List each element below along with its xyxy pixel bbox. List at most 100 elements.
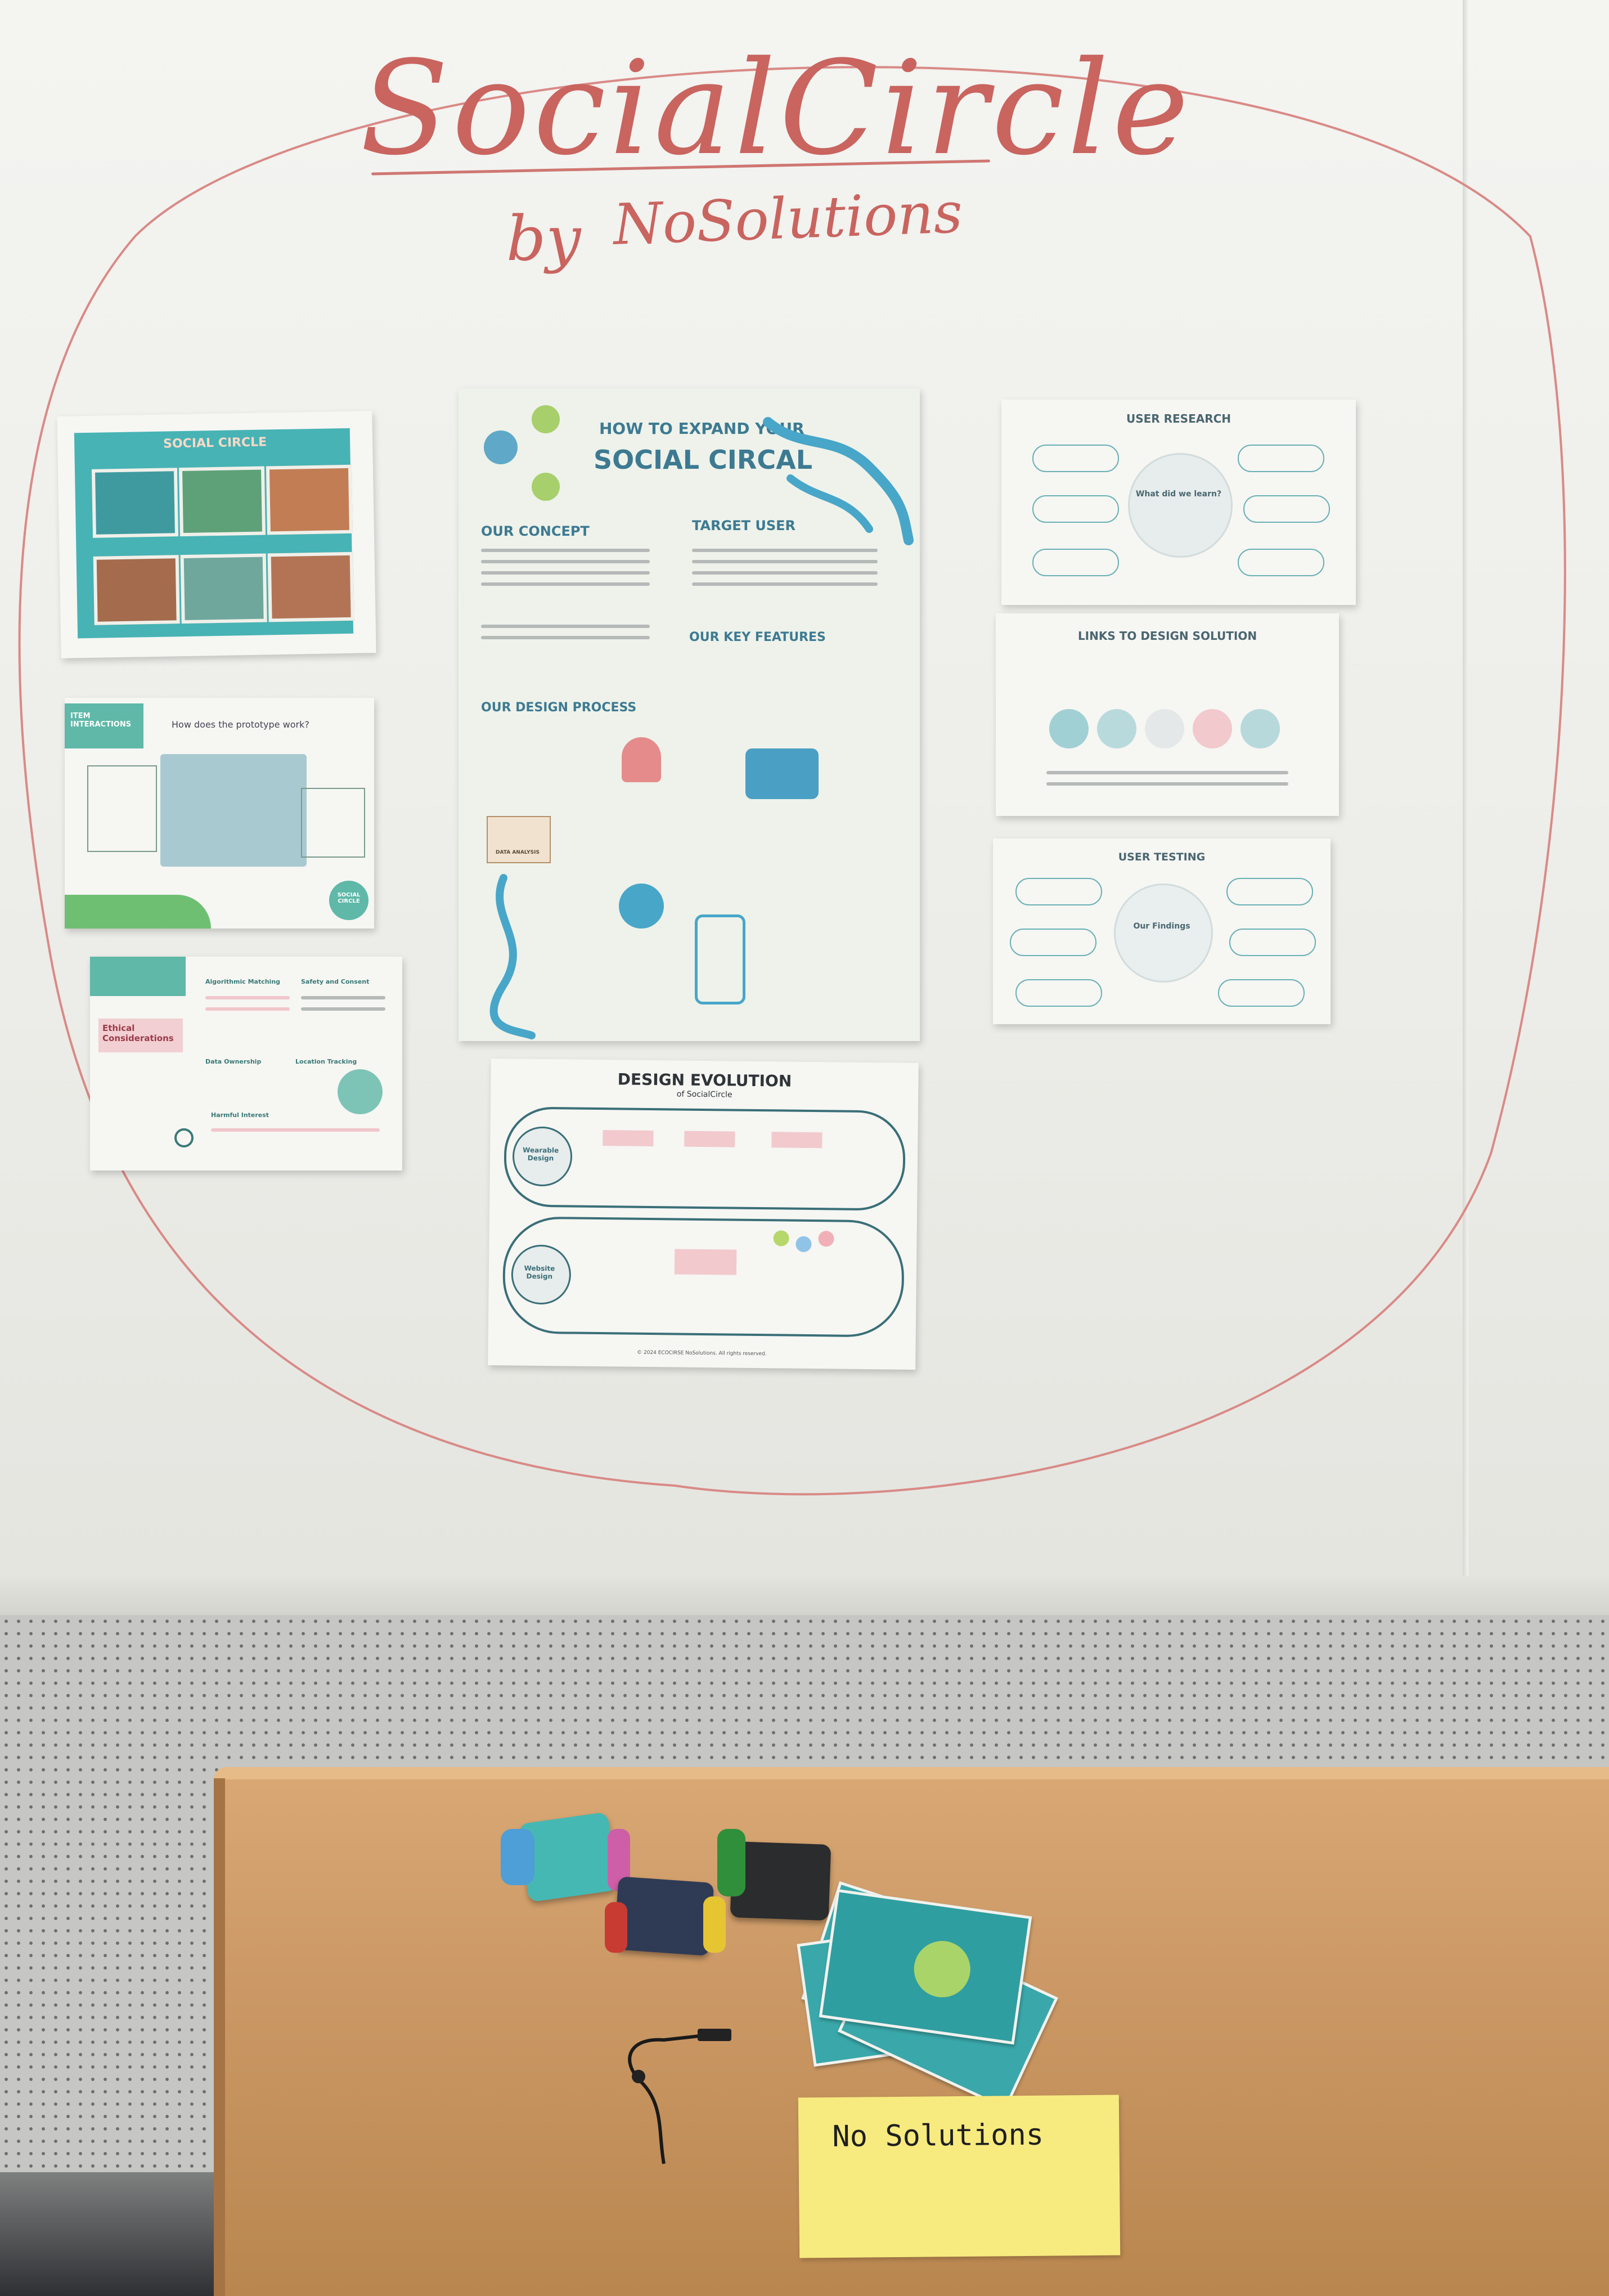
ethics-label-bg — [98, 1019, 183, 1052]
user-research-bubble — [1243, 495, 1330, 523]
ethics-section-0: Algorithmic Matching — [205, 978, 281, 985]
table-edge — [214, 1767, 1609, 1779]
user-research-title: USER RESEARCH — [1126, 412, 1232, 425]
user-research-center-text: What did we learn? — [1135, 490, 1222, 499]
main-text-line — [692, 560, 878, 563]
poster-ethics: Ethical Considerations Algorithmic Match… — [90, 957, 402, 1171]
comic-cell — [91, 468, 179, 538]
main-wave-decor — [763, 417, 914, 545]
prototype-tag-bg — [65, 703, 143, 748]
main-title-line2: SOCIAL CIRCAL — [594, 445, 813, 475]
main-wave-decor — [489, 874, 536, 1039]
evolution-step — [684, 1131, 735, 1147]
ethics-text-line — [205, 1007, 290, 1011]
main-phone-image — [695, 914, 745, 1004]
evolution-dot — [773, 1230, 789, 1246]
prototype-question: How does the prototype work? — [172, 719, 309, 730]
main-text-line — [481, 549, 650, 552]
user-testing-bubble — [1015, 979, 1102, 1007]
user-research-bubble — [1032, 495, 1119, 523]
main-section-concept: OUR CONCEPT — [481, 523, 590, 539]
main-section-process: OUR DESIGN PROCESS — [481, 701, 637, 715]
ethics-text-line — [211, 1128, 380, 1132]
links-icon — [1097, 709, 1136, 748]
poster-user-research: USER RESEARCH What did we learn? — [1001, 400, 1356, 605]
marker-circle — [18, 66, 1566, 1496]
board-title: SocialCircle — [360, 34, 1193, 184]
user-testing-bubble — [1226, 878, 1313, 905]
prototype-badge-text: SOCIAL CIRCLE — [337, 892, 361, 904]
ethics-corner — [90, 957, 186, 996]
links-icon — [1241, 709, 1280, 748]
main-data-analysis: DATA ANALYSIS — [496, 850, 540, 855]
user-research-center-circle — [1128, 453, 1233, 558]
ethics-text-line — [301, 996, 385, 999]
main-avatar-icon — [532, 473, 560, 501]
links-text-line — [1046, 782, 1288, 786]
ethics-ring — [174, 1128, 194, 1147]
poster-user-testing: USER TESTING Our Findings — [993, 838, 1331, 1024]
prototype-puzzle-left — [87, 765, 157, 852]
comic-cell — [93, 555, 180, 625]
user-testing-bubble — [1015, 878, 1102, 905]
ethics-text-line — [301, 1007, 385, 1011]
comic-cell — [267, 551, 354, 622]
main-section-features: OUR KEY FEATURES — [689, 630, 826, 644]
flyer-logo — [910, 1937, 974, 2001]
links-icon — [1193, 709, 1232, 748]
ethics-label: Ethical Considerations — [102, 1023, 174, 1043]
main-text-line — [692, 571, 878, 575]
main-globe-icon — [619, 884, 664, 929]
usb-cable — [628, 2029, 731, 2164]
main-text-line — [481, 636, 650, 639]
links-icon — [1145, 709, 1184, 748]
ethics-section-4: Harmful Interest — [211, 1111, 269, 1119]
poster-links: LINKS TO DESIGN SOLUTION — [996, 613, 1339, 816]
prototype-grass — [65, 895, 211, 929]
main-bulb-icon — [622, 737, 661, 782]
comic-cell — [266, 464, 353, 535]
user-testing-bubble — [1010, 929, 1096, 956]
wearable-strap-yellow — [703, 1896, 726, 1953]
sticky-note-text: No Solutions — [832, 2118, 1044, 2154]
wearable-strap-blue — [501, 1829, 534, 1885]
main-device-image — [745, 748, 819, 799]
sticky-note: No Solutions — [798, 2095, 1121, 2258]
wearable-strap-green — [717, 1829, 745, 1896]
evolution-step — [771, 1132, 823, 1149]
poster-main: HOW TO EXPAND YOUR SOCIAL CIRCAL OUR CON… — [459, 388, 920, 1041]
main-text-line — [481, 625, 650, 628]
links-icon — [1049, 709, 1089, 748]
links-title: LINKS TO DESIGN SOLUTION — [1077, 629, 1257, 643]
main-text-line — [481, 560, 650, 563]
evolution-step — [674, 1249, 737, 1275]
ethics-section-1: Safety and Consent — [301, 978, 370, 985]
board-by: by — [506, 203, 581, 275]
evolution-track-label-1: Website Design — [524, 1264, 555, 1281]
user-testing-bubble — [1218, 979, 1305, 1007]
poster-prototype: ITEM INTERACTIONS How does the prototype… — [65, 698, 374, 929]
prototype-flow-diagram — [160, 754, 307, 867]
user-testing-bubble — [1229, 929, 1316, 956]
comic-cell — [178, 466, 266, 537]
ethics-decor-circle — [338, 1069, 383, 1114]
wearable-strap-red — [605, 1902, 627, 1953]
table-side — [214, 1778, 225, 2296]
evolution-dot — [795, 1236, 812, 1253]
poster-comic: SOCIAL CIRCLE — [57, 411, 376, 658]
main-avatar-icon — [532, 405, 560, 433]
comic-cell — [180, 553, 267, 624]
main-text-line — [692, 549, 878, 552]
main-section-target: TARGET USER — [692, 518, 796, 533]
flyer — [819, 1889, 1032, 2045]
user-research-bubble — [1032, 549, 1119, 576]
ethics-text-line — [205, 996, 290, 999]
user-testing-title: USER TESTING — [1118, 851, 1206, 863]
main-text-line — [481, 571, 650, 575]
whiteboard-seam — [1463, 0, 1468, 1640]
main-text-line — [481, 582, 650, 586]
evolution-step — [603, 1130, 654, 1147]
main-avatar-icon — [484, 430, 518, 464]
user-testing-center-circle — [1114, 884, 1213, 983]
user-testing-center-text: Our Findings — [1133, 922, 1190, 931]
